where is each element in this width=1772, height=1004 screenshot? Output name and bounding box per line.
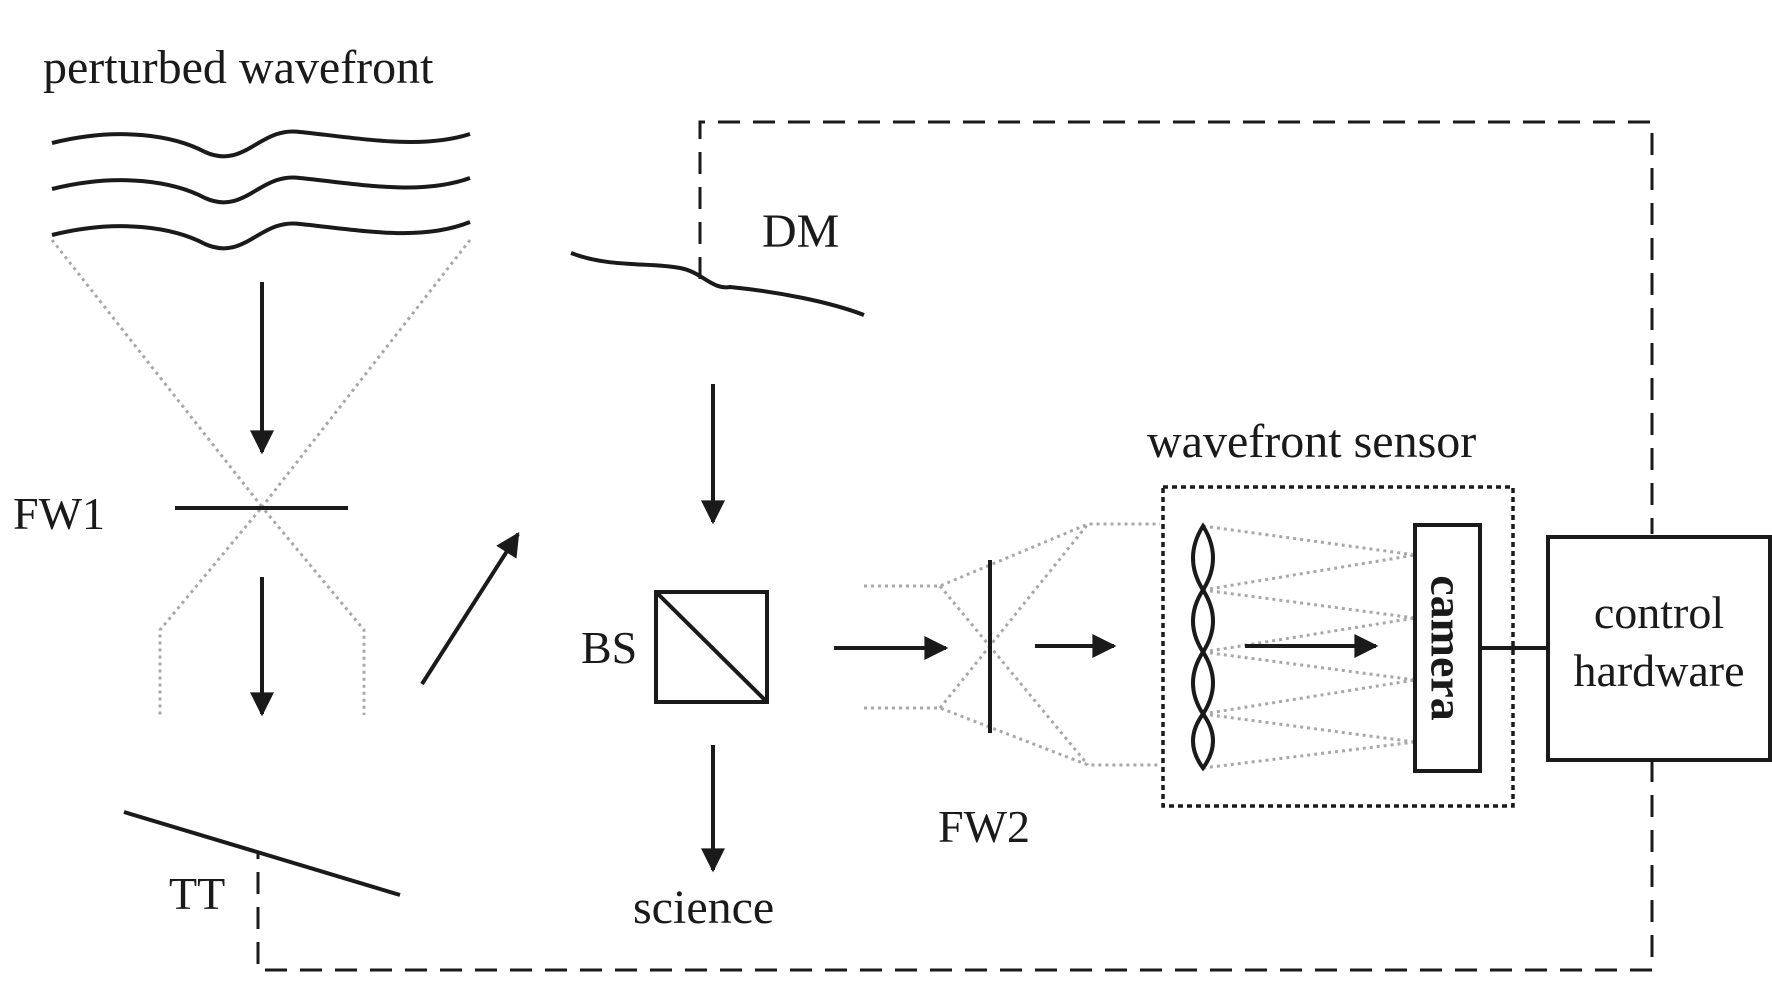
fw2-label: FW2 — [938, 801, 1030, 852]
wavefront-sensor-box — [1161, 485, 1515, 808]
wavefront-lines — [51, 129, 471, 251]
arrow-tt-to-dm — [420, 531, 520, 686]
tt-mirror — [123, 810, 401, 897]
beam-splitter — [654, 590, 769, 704]
tt-label: TT — [169, 868, 225, 919]
loop-top-segment — [698, 120, 1654, 534]
control-label-line2: hardware — [1573, 645, 1744, 696]
lenslet-beams — [1202, 524, 1416, 770]
fw1-beam-cone — [50, 239, 472, 715]
dm-label: DM — [762, 205, 839, 258]
camera-box — [1413, 523, 1482, 773]
science-label: science — [633, 881, 774, 934]
fw1-label: FW1 — [13, 488, 105, 539]
loop-bottom-segment — [256, 760, 1654, 972]
control-hardware-box — [1546, 535, 1772, 762]
perturbed-wavefront-label: perturbed wavefront — [43, 41, 434, 94]
wavefront-sensor-label: wavefront sensor — [1147, 415, 1476, 468]
deformable-mirror — [570, 251, 865, 317]
bs-label: BS — [581, 622, 637, 673]
control-label-line1: control — [1594, 587, 1724, 638]
camera-label: camera — [1422, 575, 1473, 721]
lenslet-array — [1191, 522, 1215, 772]
control-loop — [256, 120, 1654, 972]
fw2-beam — [864, 522, 1160, 767]
